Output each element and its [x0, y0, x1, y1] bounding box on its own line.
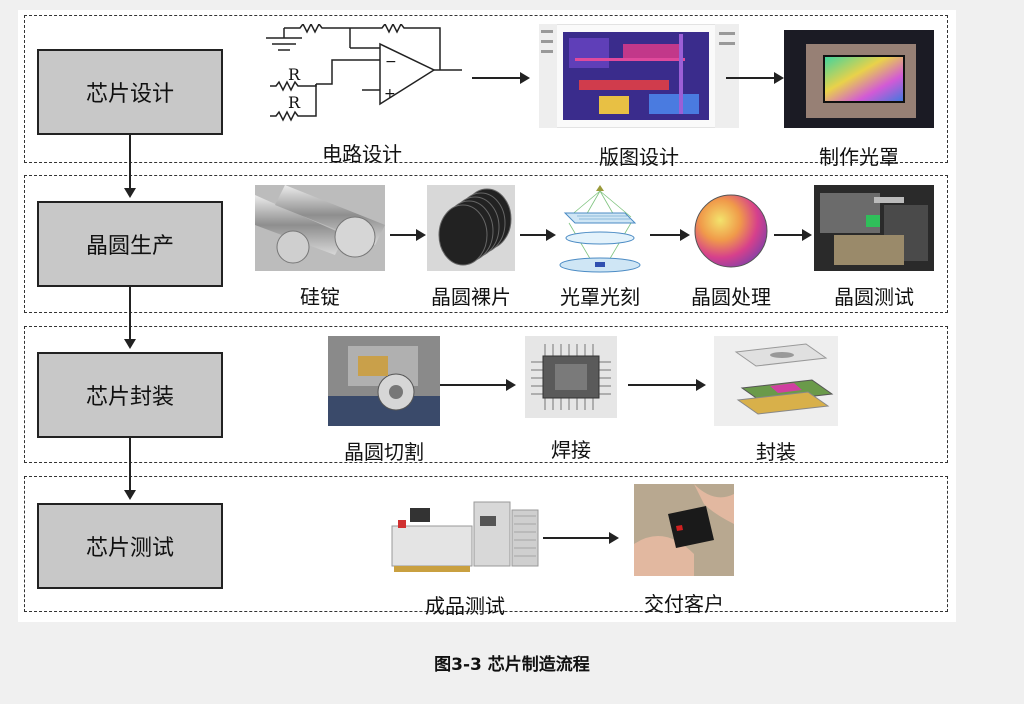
resistor-label-1: R	[288, 65, 301, 84]
step-packaging: 封装	[714, 336, 838, 464]
figure: 芯片设计 晶圆生产 芯片封装 芯片测试	[18, 10, 956, 622]
processed-wafer-image	[694, 194, 768, 268]
step-final-testing: 成品测试	[390, 486, 540, 618]
opamp-minus-label: −	[385, 54, 397, 70]
step-label: 晶圆测试	[834, 285, 914, 309]
step-label: 电路设计	[322, 142, 402, 166]
step-label: 晶圆裸片	[431, 285, 511, 309]
flow-arrow	[628, 379, 706, 391]
resistor-label-2: R	[288, 93, 301, 112]
stage-connector-2	[129, 287, 131, 339]
step-label: 晶圆切割	[344, 440, 424, 464]
flow-arrow	[726, 72, 784, 84]
circuit-diagram-icon: R R − +	[266, 24, 462, 122]
layout-design-image	[539, 24, 739, 128]
step-label: 晶圆处理	[691, 285, 771, 309]
step-label: 封装	[756, 440, 796, 464]
step-label: 版图设计	[599, 145, 679, 169]
step-wafer-blank: 晶圆裸片	[427, 185, 515, 309]
section-chip-testing	[24, 476, 948, 612]
step-label: 硅锭	[300, 285, 340, 309]
final-testing-machine-image	[390, 486, 540, 582]
flow-arrow	[440, 379, 516, 391]
step-label: 成品测试	[425, 594, 505, 618]
stage-chip-design: 芯片设计	[37, 49, 223, 135]
step-silicon-ingot: 硅锭	[255, 185, 385, 309]
wafer-dicing-image	[328, 336, 440, 426]
bonded-chip-image	[525, 336, 617, 418]
stage-connector-1	[129, 135, 131, 188]
flow-arrow	[543, 532, 619, 544]
section-chip-design	[24, 15, 948, 163]
flow-arrow	[472, 72, 530, 84]
step-label: 制作光罩	[819, 145, 899, 169]
flow-arrow	[774, 229, 812, 241]
step-wafer-dicing: 晶圆切割	[328, 336, 440, 464]
stage-wafer-production: 晶圆生产	[37, 201, 223, 287]
silicon-ingot-image	[255, 185, 385, 271]
step-wafer-testing: 晶圆测试	[814, 185, 934, 309]
delivered-chip-image	[634, 484, 734, 576]
step-deliver-customer: 交付客户	[634, 484, 734, 616]
wafer-testing-image	[814, 185, 934, 271]
photolithography-icon	[559, 185, 641, 273]
section-chip-packaging	[24, 326, 948, 463]
stage-connector-1-head	[124, 188, 136, 198]
stage-chip-packaging: 芯片封装	[37, 352, 223, 438]
wafer-blank-image	[427, 185, 515, 271]
step-wafer-processing: 晶圆处理	[691, 193, 771, 309]
step-circuit-design: R R − + 电路设计	[262, 24, 462, 166]
step-photolithography: 光罩光刻	[555, 183, 645, 309]
photomask-image	[784, 30, 934, 128]
flow-arrow	[390, 229, 426, 241]
step-make-photomask: 制作光罩	[784, 30, 934, 169]
step-label: 焊接	[551, 438, 591, 462]
stage-connector-3	[129, 438, 131, 490]
flow-arrow	[520, 229, 556, 241]
stage-connector-3-head	[124, 490, 136, 500]
section-wafer-production	[24, 175, 948, 313]
flow-arrow	[650, 229, 690, 241]
stage-connector-2-head	[124, 339, 136, 349]
step-layout-design: 版图设计	[539, 24, 739, 169]
stage-chip-testing: 芯片测试	[37, 503, 223, 589]
opamp-plus-label: +	[384, 86, 396, 102]
figure-caption: 图3-3 芯片制造流程	[434, 655, 590, 675]
step-bonding: 焊接	[525, 336, 617, 462]
chip-package-image	[714, 336, 838, 426]
step-label: 交付客户	[644, 592, 724, 616]
step-label: 光罩光刻	[560, 285, 640, 309]
